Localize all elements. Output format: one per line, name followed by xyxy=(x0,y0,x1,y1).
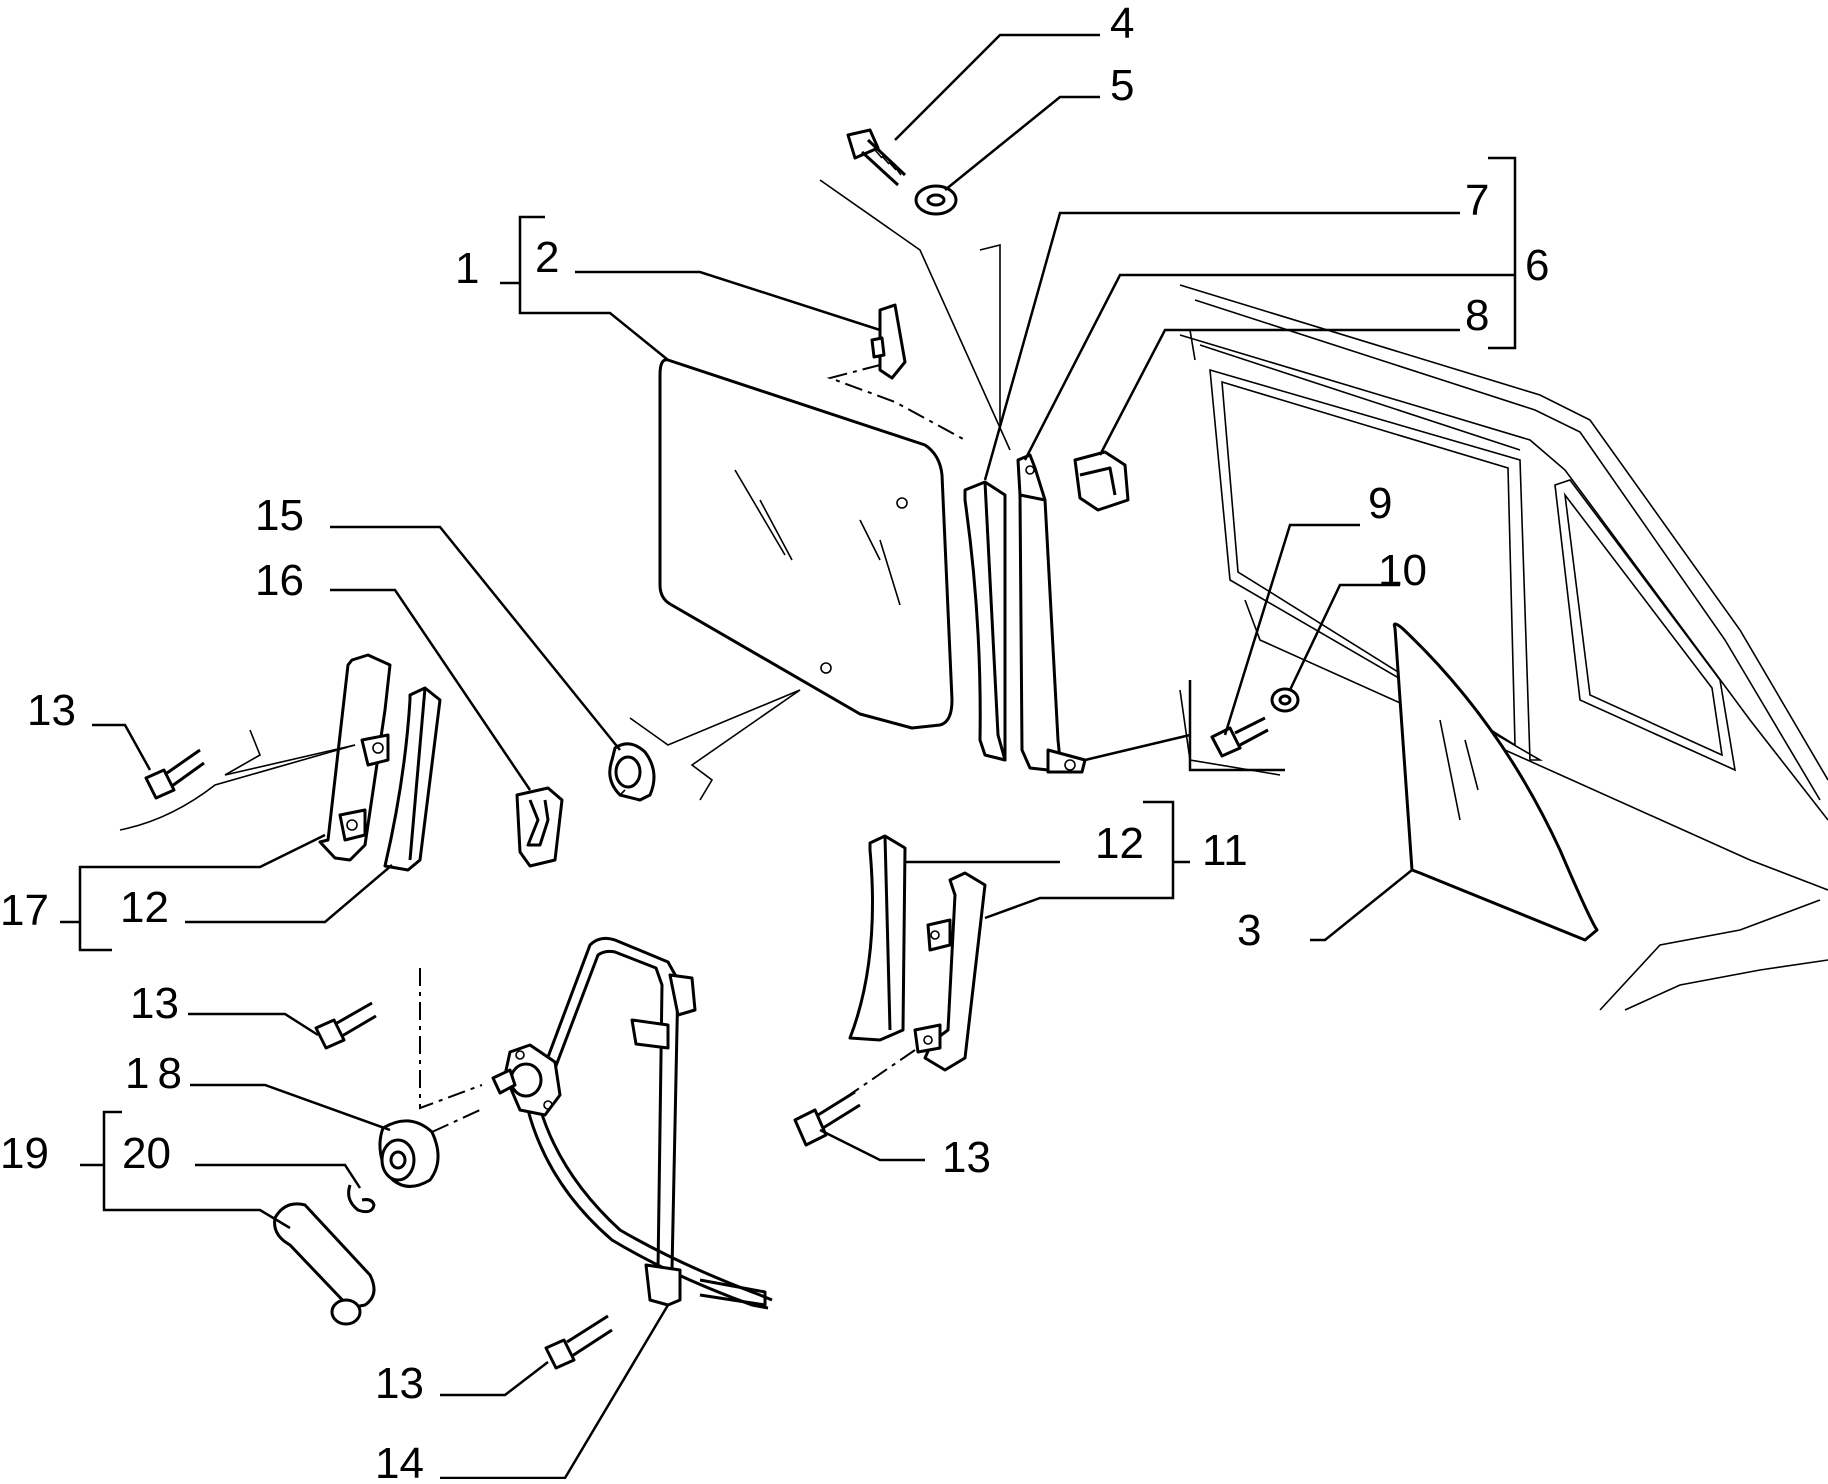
washer-5 xyxy=(914,184,958,216)
callout-4: 4 xyxy=(1110,0,1134,48)
guide-rail-17 xyxy=(318,653,392,862)
callout-13-right: 13 xyxy=(942,1133,991,1182)
winder-handle-19 xyxy=(273,1202,376,1326)
grommet-15 xyxy=(608,742,656,802)
callout-11: 11 xyxy=(1202,826,1248,875)
callout-10: 10 xyxy=(1378,546,1427,595)
guide-rail-11 xyxy=(844,871,987,1099)
guide-rail-6 xyxy=(1016,453,1087,774)
callout-14: 14 xyxy=(375,1439,424,1479)
screw-9 xyxy=(1210,716,1269,758)
callout-12-left: 12 xyxy=(120,883,169,932)
run-channel-12-right xyxy=(848,834,907,1042)
callout-8: 8 xyxy=(1465,291,1489,340)
washer-10 xyxy=(1270,687,1300,713)
run-channel-12-left xyxy=(383,686,442,872)
callout-16: 16 xyxy=(255,556,304,605)
bolt-4 xyxy=(846,128,907,187)
callout-3: 3 xyxy=(1237,906,1261,955)
callout-15: 15 xyxy=(255,491,304,540)
screw-13-right xyxy=(793,1090,861,1147)
clip-16 xyxy=(515,786,564,868)
callout-labels: 1 2 3 4 5 6 7 8 9 10 11 12 12 13 13 13 1… xyxy=(0,0,1549,1484)
callout-9: 9 xyxy=(1368,479,1392,528)
callout-17: 17 xyxy=(0,886,49,935)
car-body-outline xyxy=(1179,284,1828,1011)
clip-8 xyxy=(1073,450,1130,512)
callout-19: 19 xyxy=(0,1129,49,1178)
callout-13-mid-left: 13 xyxy=(130,979,179,1028)
retaining-clip-20 xyxy=(347,1184,376,1214)
callout-18: 18 xyxy=(125,1049,190,1098)
callout-1: 1 xyxy=(455,244,479,293)
callout-13-bottom: 13 xyxy=(375,1359,424,1408)
quarter-glass xyxy=(1392,622,1599,942)
callout-7: 7 xyxy=(1465,176,1489,225)
callout-2: 2 xyxy=(535,233,559,282)
callout-12-right: 12 xyxy=(1095,819,1144,868)
screw-13-top-left xyxy=(144,748,205,800)
callout-13-top-left: 13 xyxy=(27,686,76,735)
screw-13-bottom xyxy=(544,1314,613,1370)
run-channel-7 xyxy=(963,480,1007,762)
callout-20: 20 xyxy=(122,1129,171,1178)
callout-6: 6 xyxy=(1525,241,1549,290)
screw-13-mid-left xyxy=(314,1001,377,1050)
leader-lines xyxy=(60,33,1517,1480)
escutcheon-18 xyxy=(378,1109,481,1188)
callout-5: 5 xyxy=(1110,61,1134,110)
window-regulator-14 xyxy=(491,936,773,1310)
door-glass xyxy=(658,358,954,730)
glass-clip xyxy=(826,303,966,441)
